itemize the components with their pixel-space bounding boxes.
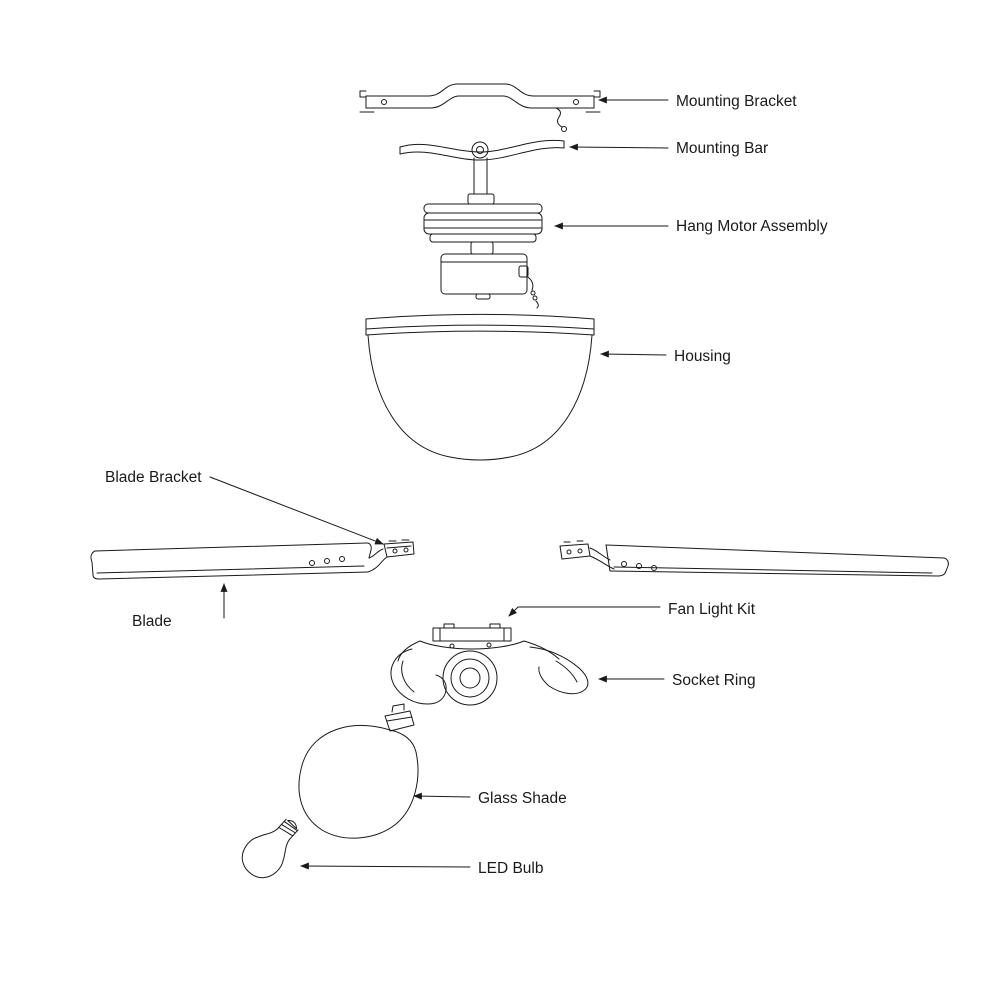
label-mounting-bar: Mounting Bar: [676, 140, 769, 157]
label-glass-shade: Glass Shade: [478, 790, 567, 807]
label-blade-bracket: Blade Bracket: [105, 469, 202, 486]
mounting-bar-leader-line: [569, 143, 669, 151]
glass-shade-leader-line: [413, 792, 471, 800]
mounting-bar-drawing: [399, 139, 565, 195]
blade-left-drawing: [90, 539, 415, 580]
housing-leader-line: [600, 350, 667, 358]
mounting-bracket-drawing: [359, 83, 601, 132]
glass-shade-drawing: [298, 703, 419, 839]
led-bulb-leader-line: [300, 862, 471, 870]
blade-right-drawing: [559, 540, 949, 577]
label-hang-motor-assembly: Hang Motor Assembly: [676, 218, 828, 235]
label-socket-ring: Socket Ring: [672, 672, 756, 689]
fan-light-kit-drawing: [390, 623, 589, 706]
label-housing: Housing: [674, 348, 731, 365]
hang-motor-assembly-drawing: [423, 193, 543, 309]
label-fan-light-kit: Fan Light Kit: [668, 601, 756, 618]
label-led-bulb: LED Bulb: [478, 860, 544, 877]
leader-lines: [209, 96, 669, 870]
fan-light-kit-leader-line: [508, 606, 661, 617]
housing-drawing: [365, 314, 595, 461]
label-mounting-bracket: Mounting Bracket: [676, 93, 797, 110]
blade-bracket-leader-line: [209, 476, 384, 545]
led-bulb-drawing: [241, 818, 299, 879]
label-blade: Blade: [132, 613, 172, 630]
